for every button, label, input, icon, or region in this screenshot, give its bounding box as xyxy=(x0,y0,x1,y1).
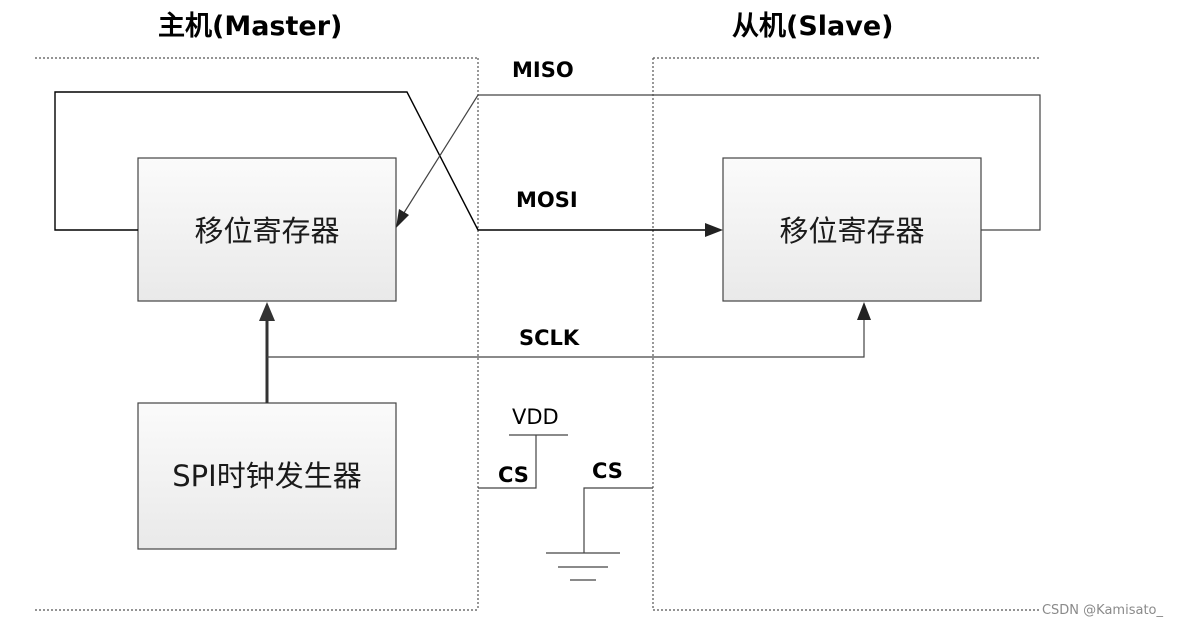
vdd-label: VDD xyxy=(512,405,559,429)
master-cs-vdd xyxy=(478,434,568,489)
master-cs-label: CS xyxy=(498,463,529,487)
master-clock-generator-label: SPI时钟发生器 xyxy=(172,459,361,493)
master-title: 主机(Master) xyxy=(158,11,342,42)
sclk-slave-arrowhead xyxy=(857,302,871,320)
watermark: CSDN @Kamisato_ xyxy=(1042,603,1164,618)
master-shift-register xyxy=(137,157,397,302)
slave-cs-label: CS xyxy=(592,459,623,483)
mosi-arrowhead xyxy=(705,223,723,237)
miso-line xyxy=(396,94,1041,231)
master-boundary xyxy=(35,57,479,611)
slave-shift-register-label: 移位寄存器 xyxy=(779,214,924,248)
slave-cs-ground xyxy=(546,487,653,581)
miso-label: MISO xyxy=(512,58,574,82)
miso-arrowhead xyxy=(396,209,409,228)
master-shift-register-label: 移位寄存器 xyxy=(194,214,339,248)
sclk-label: SCLK xyxy=(519,326,580,350)
sclk-line xyxy=(259,302,871,403)
slave-boundary xyxy=(652,57,1040,611)
sclk-master-arrowhead xyxy=(259,302,275,321)
slave-title: 从机(Slave) xyxy=(732,11,894,42)
master-clock-generator xyxy=(137,402,397,550)
mosi-line xyxy=(54,91,723,237)
mosi-label: MOSI xyxy=(516,188,578,212)
